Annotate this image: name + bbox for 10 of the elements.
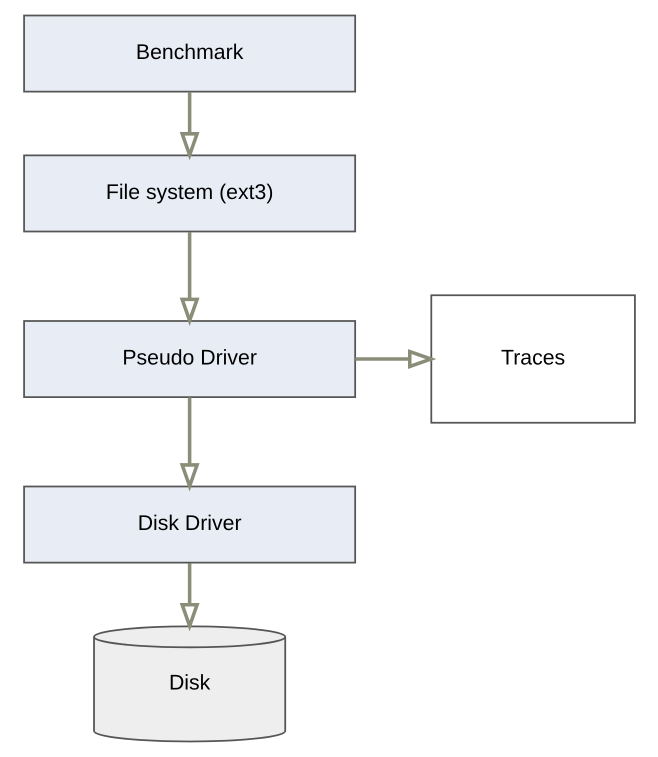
arrow bbox=[179, 563, 200, 632]
arrow bbox=[354, 349, 436, 369]
node-box: Disk Driver bbox=[22, 486, 356, 564]
arrow bbox=[179, 398, 200, 492]
node-box: File system (ext3) bbox=[22, 154, 356, 232]
arrow bbox=[179, 232, 200, 326]
node-box: Benchmark bbox=[22, 14, 356, 93]
node-box: Traces bbox=[430, 294, 636, 424]
arrow bbox=[179, 92, 200, 160]
node-box: Pseudo Driver bbox=[22, 320, 356, 398]
